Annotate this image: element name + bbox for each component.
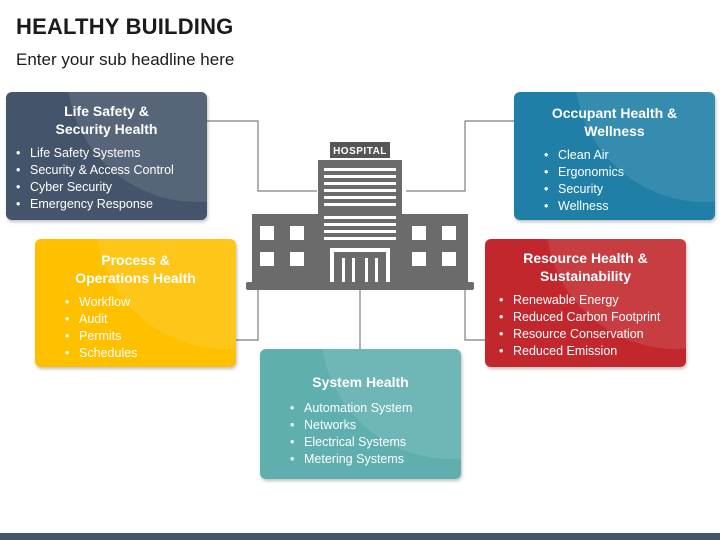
page-subtitle: Enter your sub headline here [16, 50, 235, 69]
card-system-health: System Health Automation System Networks… [260, 349, 461, 479]
connector-occupant [406, 120, 514, 192]
list-item: Cyber Security [16, 179, 207, 196]
list-item: Schedules [65, 345, 236, 362]
connector-resource [464, 290, 485, 341]
card-list: Workflow Audit Permits Schedules [65, 294, 236, 362]
card-title: Process & Operations Health [75, 252, 196, 286]
card-occupant-health: Occupant Health & Wellness Clean Air Erg… [514, 92, 715, 220]
list-item: Metering Systems [290, 451, 461, 468]
card-process-operations: Process & Operations Health Workflow Aud… [35, 239, 236, 367]
card-title: Resource Health & Sustainability [523, 250, 648, 284]
card-life-safety: Life Safety & Security Health Life Safet… [6, 92, 207, 220]
list-item: Electrical Systems [290, 434, 461, 451]
footer-bar [0, 533, 720, 540]
list-item: Permits [65, 328, 236, 345]
card-list: Renewable Energy Reduced Carbon Footprin… [499, 292, 686, 360]
list-item: Wellness [544, 198, 715, 215]
card-title: Occupant Health & Wellness [551, 105, 678, 139]
list-item: Networks [290, 417, 461, 434]
connector-process [236, 290, 259, 341]
list-item: Security & Access Control [16, 162, 207, 179]
list-item: Reduced Carbon Footprint [499, 309, 686, 326]
hospital-sign: HOSPITAL [333, 146, 387, 157]
card-list: Life Safety Systems Security & Access Co… [16, 145, 207, 213]
list-item: Workflow [65, 294, 236, 311]
list-item: Reduced Emission [499, 343, 686, 360]
list-item: Audit [65, 311, 236, 328]
list-item: Renewable Energy [499, 292, 686, 309]
card-title: Life Safety & Security Health [55, 103, 158, 137]
list-item: Security [544, 181, 715, 198]
card-list: Clean Air Ergonomics Security Wellness [544, 147, 715, 215]
card-resource-health: Resource Health & Sustainability Renewab… [485, 239, 686, 367]
list-item: Emergency Response [16, 196, 207, 213]
list-item: Automation System [290, 400, 461, 417]
list-item: Life Safety Systems [16, 145, 207, 162]
card-list: Automation System Networks Electrical Sy… [290, 400, 461, 468]
card-title: System Health [312, 374, 409, 390]
list-item: Clean Air [544, 147, 715, 164]
hospital-building-icon: HOSPITAL [246, 142, 474, 290]
connector-life [207, 120, 317, 192]
list-item: Ergonomics [544, 164, 715, 181]
page-title: HEALTHY BUILDING [16, 14, 234, 39]
list-item: Resource Conservation [499, 326, 686, 343]
